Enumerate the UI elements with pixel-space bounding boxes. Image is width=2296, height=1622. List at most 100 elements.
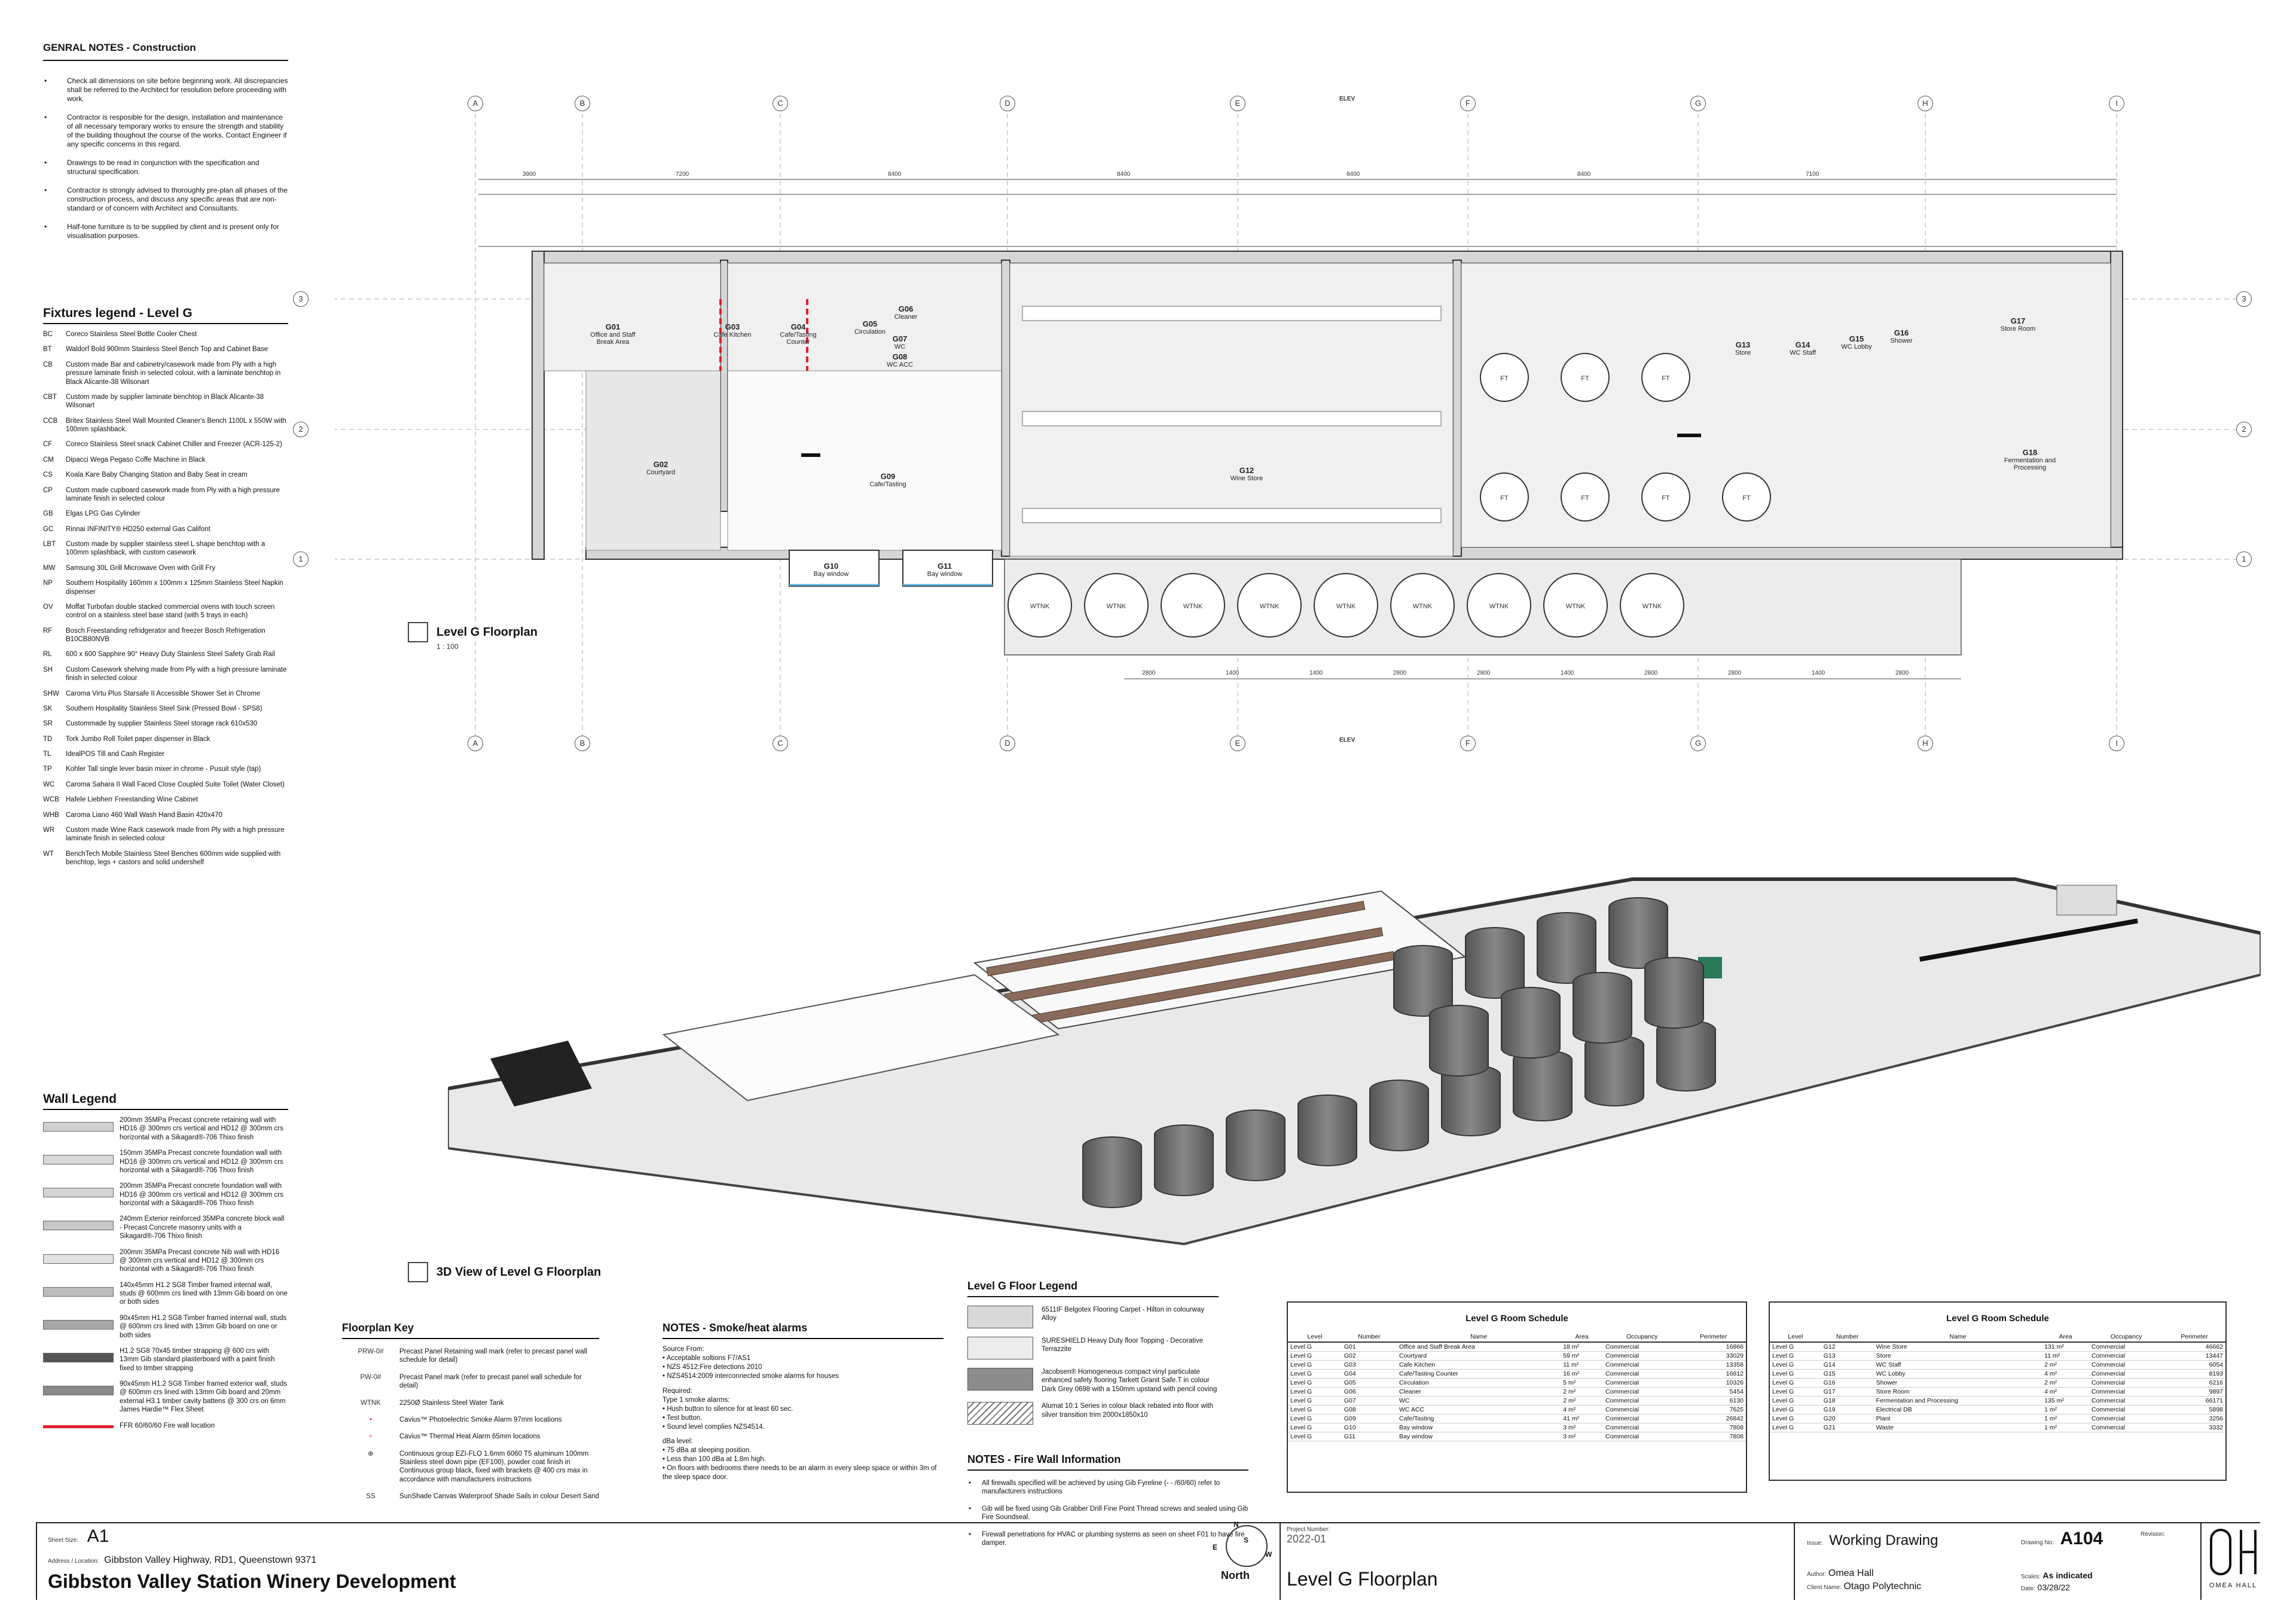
floorplan-key-row: PW-0#Precast Panel mark (refer to precas… [342, 1373, 599, 1391]
dimension-label: 8400 [1347, 171, 1360, 178]
room-number: G07 [892, 334, 908, 343]
grid-row-label: 2 [293, 422, 309, 437]
wall-legend-row: 200mm 35MPa Precast concrete retaining w… [43, 1116, 288, 1142]
dimension-label: 2800 [1477, 670, 1491, 676]
room-name: Bay window [927, 571, 963, 578]
schedule-cell: 1 m² [2042, 1414, 2090, 1423]
key-symbol: PRW-0# [358, 1348, 384, 1355]
schedule-cell: Commercial [2089, 1342, 2164, 1352]
room-name: Store [1735, 349, 1751, 357]
grid-column-label: G [1690, 96, 1706, 111]
grid-column-label: D [1000, 736, 1015, 751]
floorplan-key-list: PRW-0# Precast Panel Retaining wall mark … [342, 1347, 599, 1501]
isometric-tank-icon [1573, 972, 1632, 1044]
schedule-cell: Commercial [1603, 1396, 1681, 1405]
fixture-code: GB [43, 510, 53, 518]
floor-desc: SURESHIELD Heavy Duty floor Topping - De… [1042, 1337, 1204, 1353]
schedule-cell: Office and Staff Break Area [1397, 1342, 1561, 1352]
schedule-cell: Level G [1288, 1414, 1342, 1423]
schedule-cell: Commercial [2089, 1396, 2164, 1405]
grid-column-label: B [575, 96, 590, 111]
schedule-cell: 5898 [2163, 1405, 2225, 1414]
wall-legend-row: 200mm 35MPa Precast concrete foundation … [43, 1182, 288, 1208]
schedule-cell: 10326 [1681, 1378, 1746, 1388]
grid-column-label: A [468, 96, 483, 111]
fixture-code: SH [43, 666, 53, 673]
project-number-value: 2022-01 [1287, 1533, 1327, 1545]
view-marker-box [408, 622, 428, 642]
room-name: WC [894, 343, 906, 351]
fixture-desc: Koala Kare Baby Changing Station and Bab… [66, 471, 248, 479]
schedule-header-cell: Level [1770, 1332, 1821, 1343]
fixture-code: OV [43, 603, 53, 611]
fixture-desc: Southern Hospitality 160mm x 100mm x 125… [66, 580, 283, 596]
grid-column-label: H [1918, 736, 1933, 751]
grid-column-label: I [2109, 736, 2124, 751]
schedule-cell: Commercial [2089, 1378, 2164, 1388]
key-symbol: ∘ [368, 1433, 373, 1441]
grid-column-label: H [1918, 96, 1933, 111]
schedule-cell: Commercial [1603, 1360, 1681, 1370]
schedule-cell: 7625 [1681, 1405, 1746, 1414]
schedule-cell: G10 [1341, 1423, 1397, 1432]
room-number: G14 [1795, 340, 1810, 349]
fixture-code: CM [43, 456, 54, 464]
floorplan-key-row: ⊕Continuous group EZI-FLO 1.6mm 6060 T5 … [342, 1450, 599, 1484]
schedule-cell: 13358 [1681, 1360, 1746, 1370]
grid-column-label: C [773, 96, 788, 111]
compass-n: N [1234, 1520, 1239, 1529]
floor-swatch [967, 1337, 1033, 1359]
isometric-tank-icon [1584, 1035, 1644, 1106]
floor-swatch [967, 1368, 1033, 1391]
schedule-cell: Level G [1288, 1342, 1342, 1352]
water-tank-icon: WTNK [1237, 573, 1302, 638]
date-value: 03/28/22 [2037, 1583, 2071, 1592]
grid-column-label: I [2109, 96, 2124, 111]
key-desc: Precast Panel Retaining wall mark (refer… [399, 1348, 587, 1364]
room-number: G15 [1849, 334, 1864, 343]
key-symbol: PW-0# [360, 1373, 381, 1381]
wall-legend-row: 90x45mm H1.2 SG8 Timber framed internal … [43, 1314, 288, 1340]
wall-desc: 200mm 35MPa Precast concrete foundation … [120, 1182, 283, 1207]
fixture-code: CF [43, 441, 53, 449]
schedule-cell: Commercial [2089, 1423, 2164, 1432]
room-name: Fermentation and Processing [2004, 457, 2056, 472]
wall-desc: 200mm 35MPa Precast concrete Nib wall wi… [120, 1248, 280, 1273]
schedule-cell: Store [1873, 1351, 2042, 1361]
wall-desc: 150mm 35MPa Precast concrete foundation … [120, 1150, 283, 1174]
schedule-cell: Commercial [1603, 1414, 1681, 1423]
grid-row-label: 3 [293, 291, 309, 307]
wall-legend-row: 200mm 35MPa Precast concrete Nib wall wi… [43, 1248, 288, 1274]
key-desc: SunShade Canvas Waterproof Shade Sails i… [399, 1493, 599, 1501]
client-block: Client Name: Otago Polytechnic [1807, 1581, 1921, 1592]
schedule-cell: 33029 [1681, 1351, 1746, 1361]
wall-swatch [43, 1254, 114, 1264]
schedule-cell: Commercial [2089, 1351, 2164, 1361]
compass-w: W [1265, 1550, 1272, 1559]
schedule-cell: 131 m² [2042, 1342, 2090, 1352]
scales-block: Scales: As indicated [2021, 1571, 2093, 1580]
isometric-tank-icon [1082, 1136, 1142, 1208]
grid-column-label: G [1690, 736, 1706, 751]
room-number: G05 [862, 319, 878, 328]
fixture-desc: Custommade by supplier Stainless Steel s… [66, 720, 258, 728]
schedule-cell: Commercial [1603, 1351, 1681, 1361]
fixture-desc: Custom made cupboard casework made from … [66, 486, 280, 502]
schedule-header-cell: Occupancy [1603, 1332, 1681, 1343]
